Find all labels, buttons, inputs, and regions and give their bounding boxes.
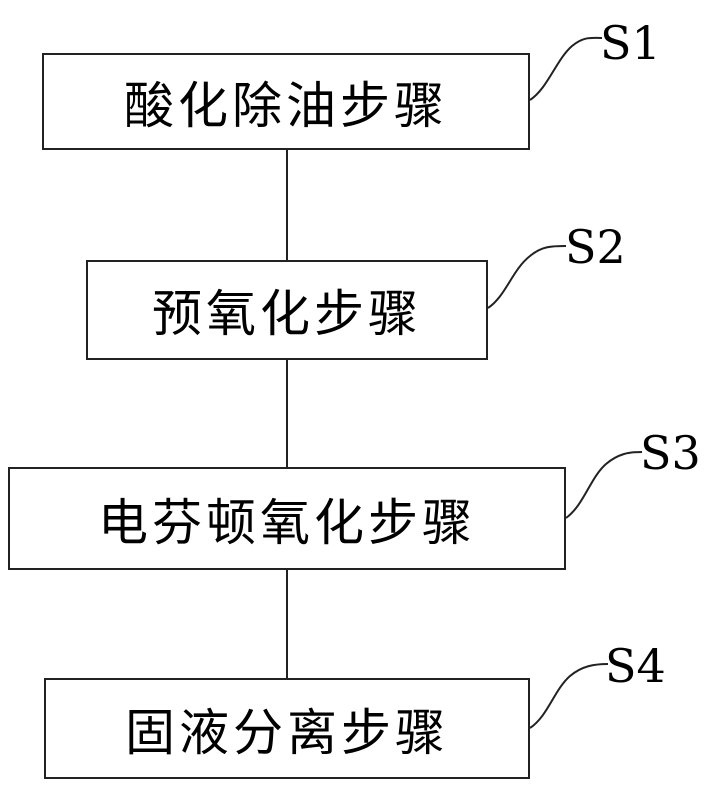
leader-line-s1 [529, 36, 603, 101]
leader-line-s3 [565, 451, 643, 519]
step-box-s2: 预氧化步骤 [86, 260, 488, 360]
step-label-s1: S1 [600, 16, 661, 70]
step-label-s2: S2 [565, 220, 626, 274]
step-label-s4: S4 [605, 639, 666, 693]
step-box-s3: 电芬顿氧化步骤 [8, 467, 566, 570]
step-box-s1: 酸化除油步骤 [42, 53, 530, 150]
step-label-s3: S3 [640, 426, 701, 480]
leader-line-s2 [487, 245, 567, 309]
step-text-s2: 预氧化步骤 [152, 285, 422, 343]
step-box-s4: 固液分离步骤 [44, 678, 530, 779]
step-text-s3: 电芬顿氧化步骤 [98, 493, 476, 552]
step-text-s1: 酸化除油步骤 [124, 76, 448, 135]
step-text-s4: 固液分离步骤 [125, 703, 449, 762]
leader-line-s4 [529, 663, 609, 729]
